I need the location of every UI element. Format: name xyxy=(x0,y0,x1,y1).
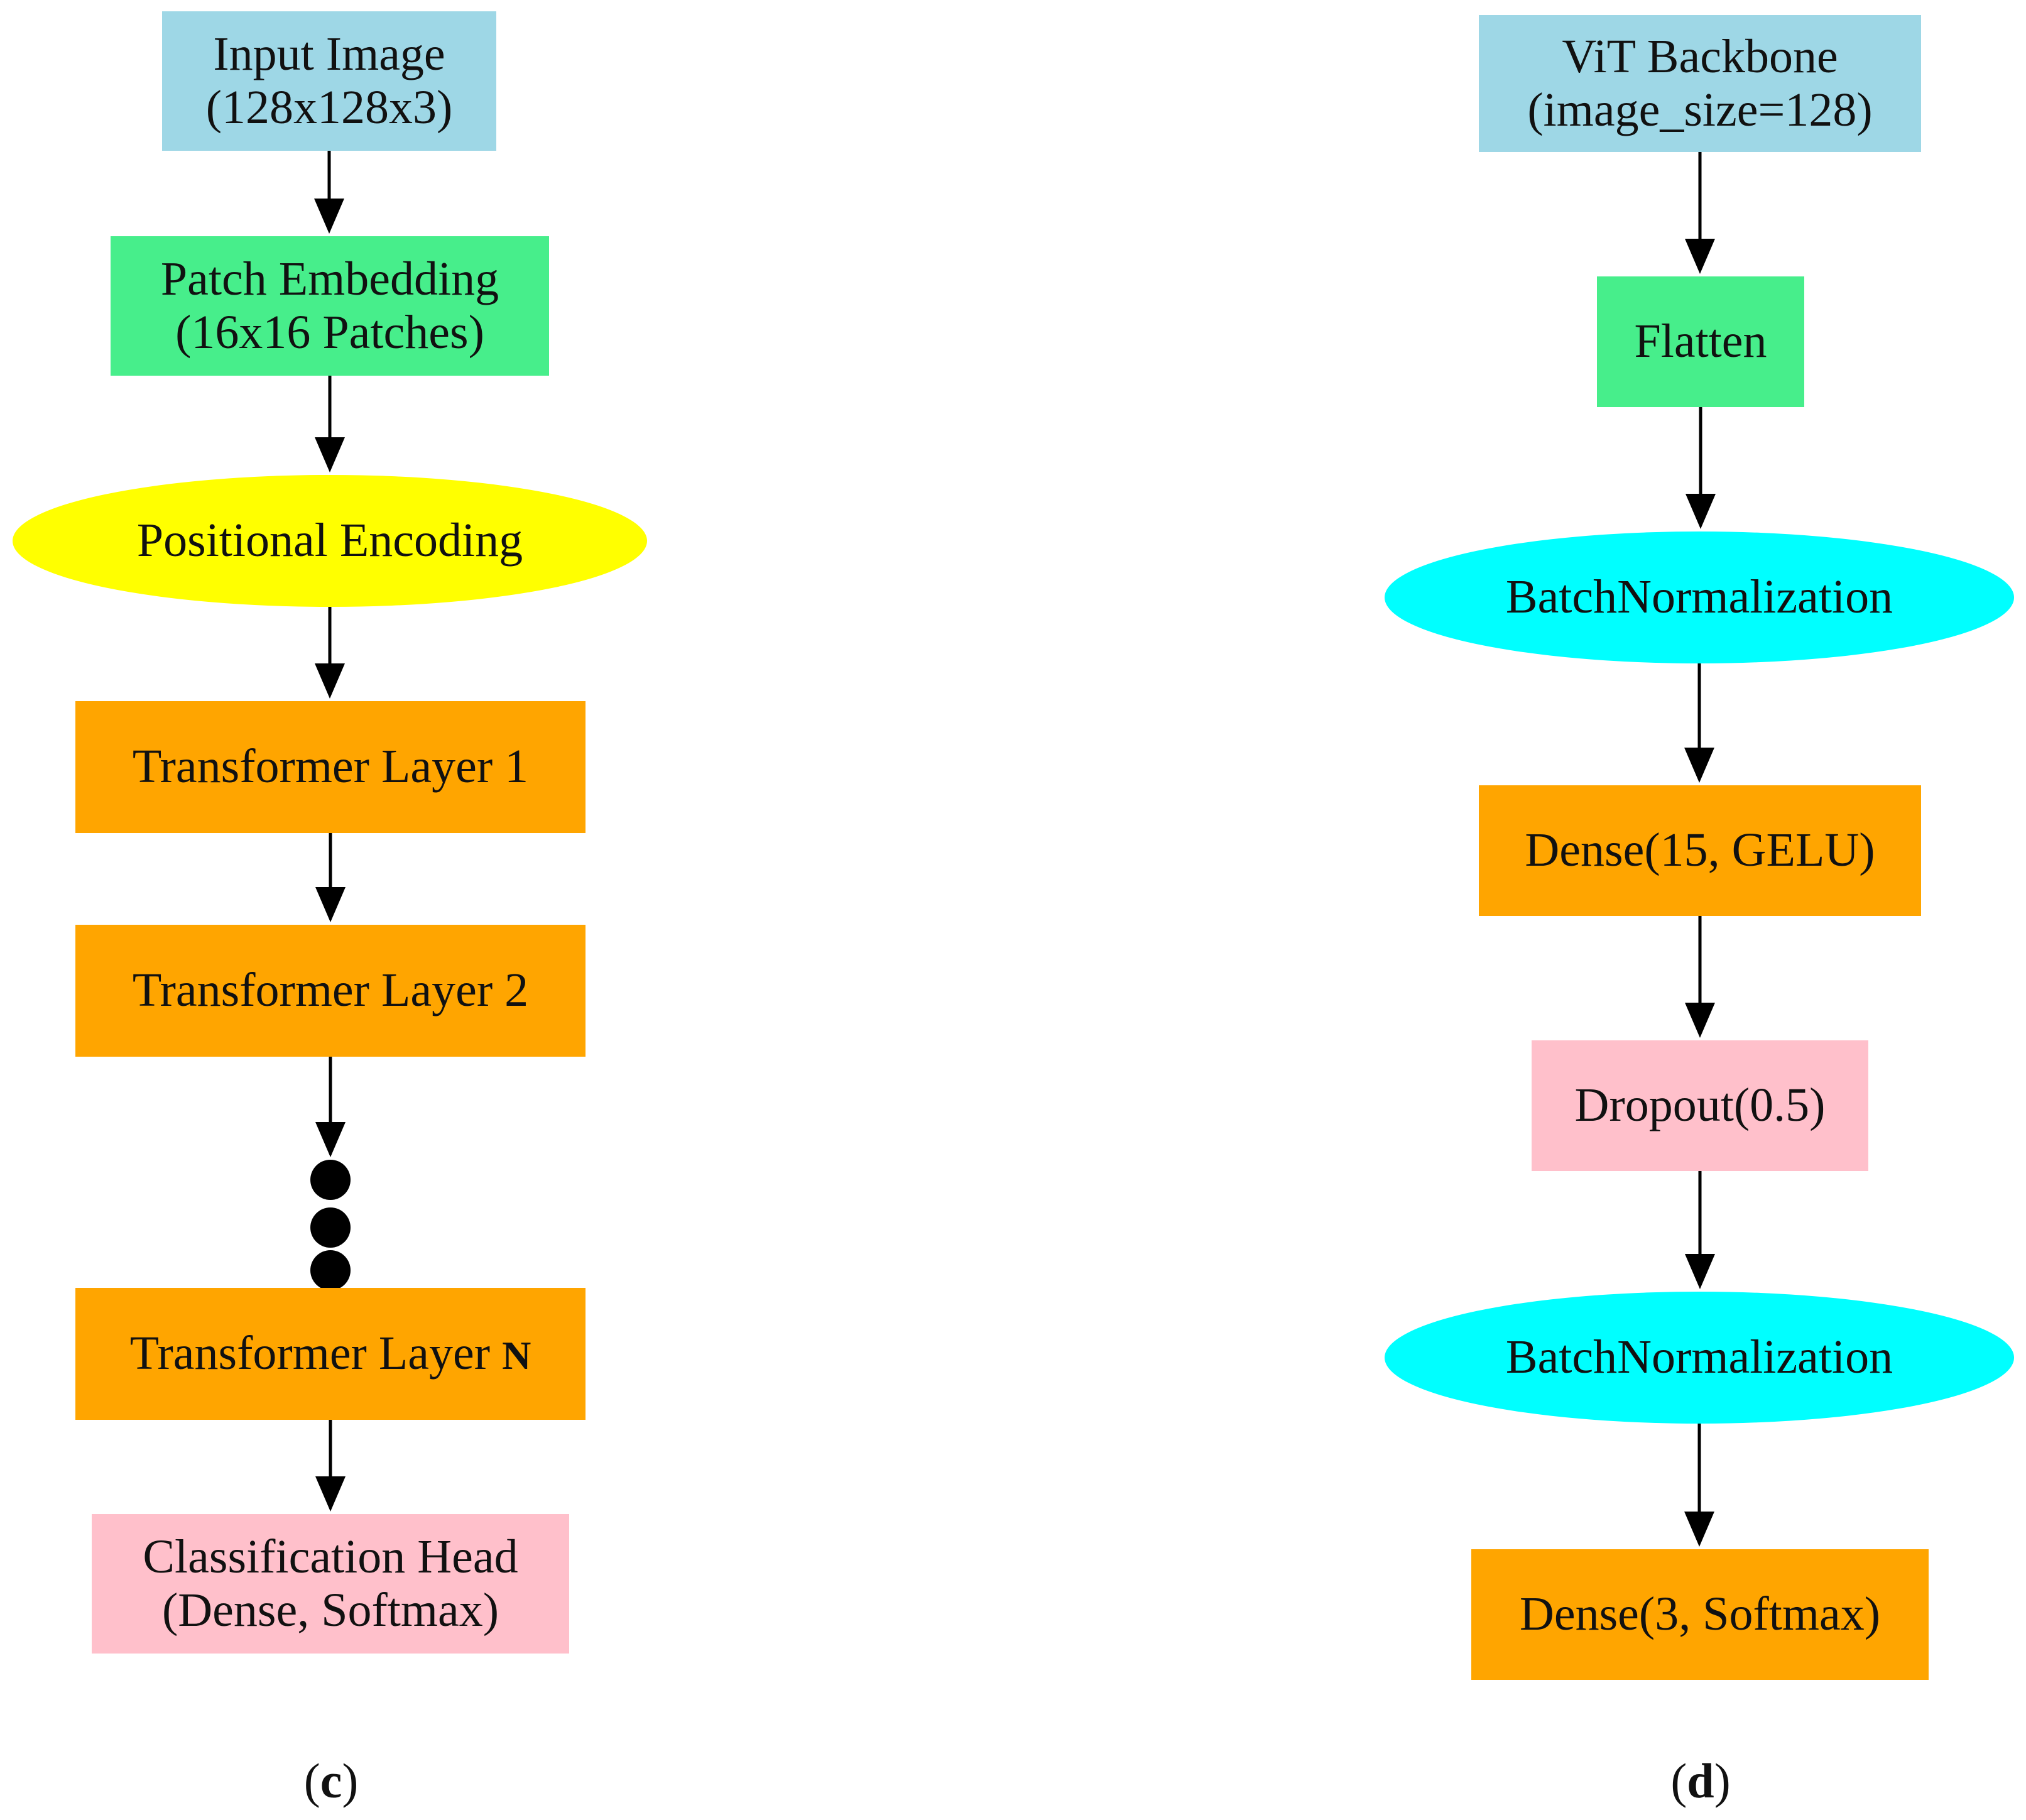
caption-c: (c) xyxy=(303,1753,359,1808)
arrowhead-bn1-to-dense15 xyxy=(1684,748,1714,783)
node-head-line-2: (Dense, Softmax) xyxy=(161,1584,499,1637)
node-posenc: Positional Encoding xyxy=(13,475,647,607)
arrowhead-bn2-to-dense3 xyxy=(1684,1512,1714,1547)
node-tl2-line-1: Transformer Layer 2 xyxy=(132,964,529,1017)
node-dense15: Dense(15, GELU) xyxy=(1479,785,1921,916)
node-input: Input Image(128x128x3) xyxy=(162,11,496,151)
arrowhead-posenc-to-tl1 xyxy=(315,663,345,699)
node-bn2: BatchNormalization xyxy=(1385,1292,2014,1424)
ellipsis-dot-2 xyxy=(310,1207,351,1248)
node-vit: ViT Backbone(image_size=128) xyxy=(1479,15,1921,152)
arrowhead-flatten-to-bn1 xyxy=(1686,494,1716,529)
arrowhead-dense15-to-dropout xyxy=(1685,1003,1715,1038)
arrowhead-dropout-to-bn2 xyxy=(1685,1254,1715,1289)
arrowhead-vit-to-flatten xyxy=(1685,239,1715,274)
node-patch-line-2: (16x16 Patches) xyxy=(175,306,484,359)
node-tln-line-1: Transformer Layer N xyxy=(129,1327,531,1380)
node-head: Classification Head(Dense, Softmax) xyxy=(92,1514,569,1654)
node-dense15-line-1: Dense(15, GELU) xyxy=(1525,824,1875,877)
node-tl1-line-1: Transformer Layer 1 xyxy=(132,740,529,793)
arrowhead-tln-to-head xyxy=(315,1476,346,1512)
node-input-line-1: Input Image xyxy=(213,27,445,80)
node-patch: Patch Embedding(16x16 Patches) xyxy=(111,236,549,376)
node-tln-suffix: N xyxy=(502,1333,531,1378)
node-dropout-line-1: Dropout(0.5) xyxy=(1574,1079,1826,1132)
node-flatten: Flatten xyxy=(1597,276,1804,407)
node-dense3: Dense(3, Softmax) xyxy=(1471,1549,1929,1680)
arrowhead-tl1-to-tl2 xyxy=(315,887,346,922)
node-vit-line-2: (image_size=128) xyxy=(1527,84,1873,136)
node-tl2: Transformer Layer 2 xyxy=(75,925,585,1057)
node-tl1: Transformer Layer 1 xyxy=(75,701,585,833)
ellipsis-dot-3 xyxy=(310,1250,351,1290)
arrowhead-tl2-to-ellipsis xyxy=(315,1122,346,1157)
arrowhead-patch-to-posenc xyxy=(315,437,345,472)
node-tln: Transformer Layer N xyxy=(75,1288,585,1420)
node-flatten-line-1: Flatten xyxy=(1634,315,1767,368)
ellipsis-dot-1 xyxy=(310,1160,351,1200)
node-dense3-line-1: Dense(3, Softmax) xyxy=(1519,1588,1881,1641)
node-posenc-line-1: Positional Encoding xyxy=(136,514,523,567)
node-bn1: BatchNormalization xyxy=(1385,531,2014,663)
node-input-line-2: (128x128x3) xyxy=(205,81,453,134)
node-dropout: Dropout(0.5) xyxy=(1532,1040,1868,1171)
caption-d-letter: d xyxy=(1687,1753,1714,1808)
node-bn2-line-1: BatchNormalization xyxy=(1505,1331,1893,1384)
node-head-line-1: Classification Head xyxy=(143,1530,518,1583)
node-vit-line-1: ViT Backbone xyxy=(1562,30,1838,83)
node-bn1-line-1: BatchNormalization xyxy=(1505,570,1893,624)
caption-c-letter: c xyxy=(320,1753,342,1808)
node-patch-line-1: Patch Embedding xyxy=(160,252,499,305)
arrowhead-input-to-patch xyxy=(314,199,344,234)
caption-d: (d) xyxy=(1670,1753,1731,1808)
